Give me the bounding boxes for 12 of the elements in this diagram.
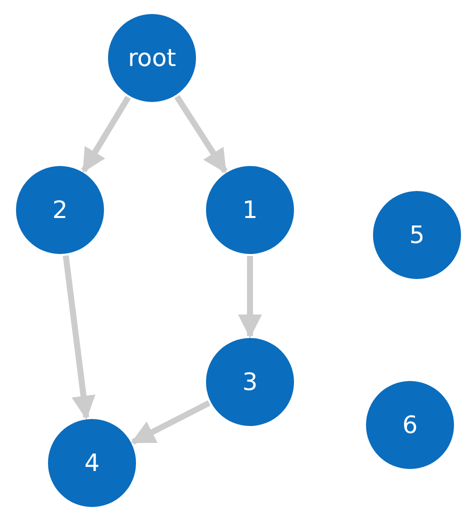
- node-label: 2: [52, 196, 68, 224]
- node-label: 6: [402, 411, 418, 439]
- arrow: [238, 256, 262, 338]
- node-label: 3: [242, 368, 258, 396]
- arrow: [130, 400, 210, 445]
- arrow: [174, 95, 228, 174]
- arrow: [62, 255, 96, 420]
- node-label: 4: [84, 449, 100, 477]
- node-label: 5: [409, 221, 425, 249]
- node-label: 1: [242, 196, 258, 224]
- arrow: [81, 96, 131, 173]
- node-label: root: [128, 44, 176, 72]
